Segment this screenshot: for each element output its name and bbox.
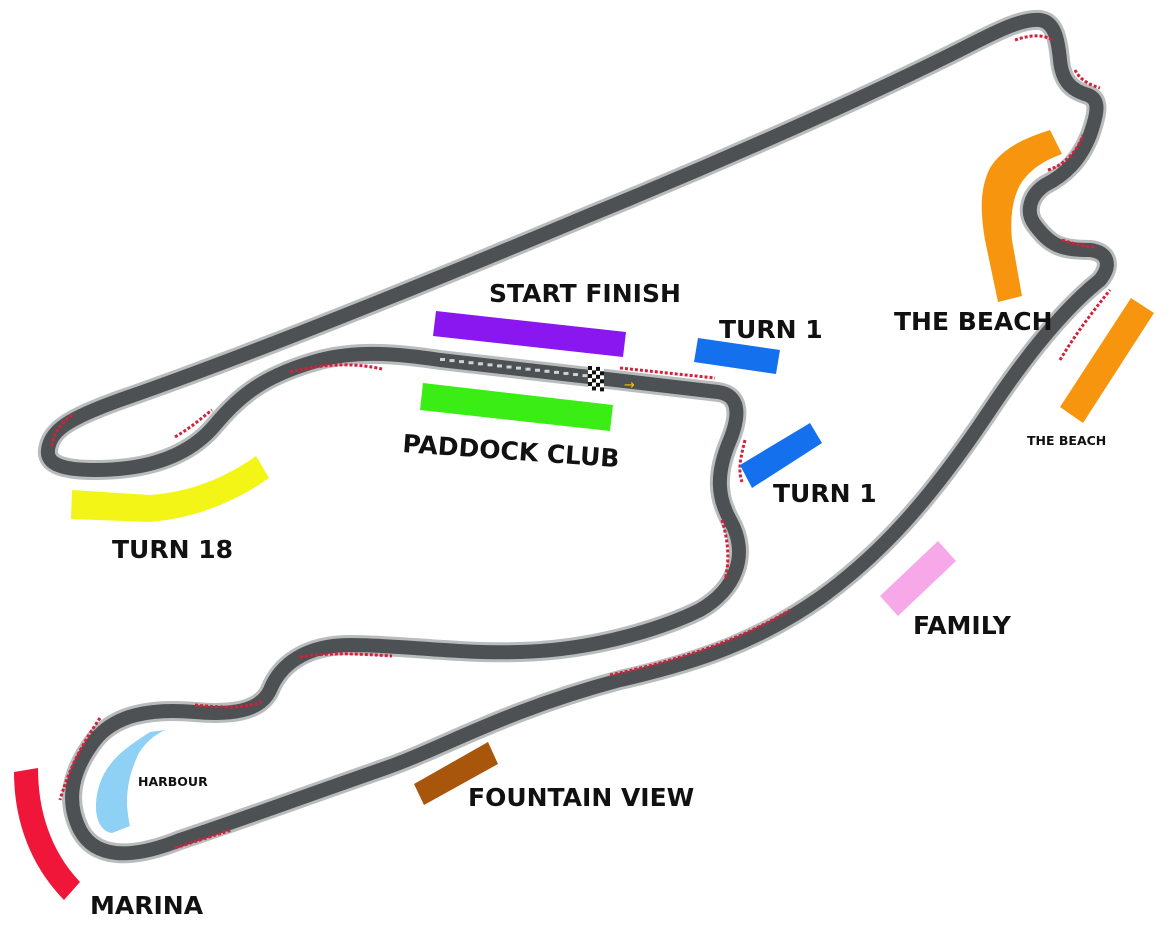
grid-slot-mark (487, 363, 493, 367)
flag-square (588, 370, 592, 374)
grid-slot-mark (544, 369, 550, 373)
stand-paddock-club[interactable] (420, 383, 613, 431)
flag-square (592, 378, 596, 383)
grid-slot-mark (459, 360, 464, 364)
grid-slot-mark (573, 373, 578, 377)
stand-marina[interactable] (14, 768, 80, 900)
label-turn-18: TURN 18 (112, 535, 233, 564)
label-the-beach-upper: THE BEACH (894, 307, 1053, 336)
flag-square (596, 374, 600, 379)
flag-square (588, 378, 592, 382)
stand-the-beach-upper[interactable] (981, 130, 1062, 302)
grid-slot-mark (478, 362, 483, 366)
flag-square (600, 375, 604, 380)
race-track (40, 12, 1114, 861)
kerbs (50, 34, 1112, 850)
label-the-beach-lower: THE BEACH (1027, 433, 1106, 448)
flag-square (596, 382, 600, 387)
kerb (174, 408, 213, 439)
direction-arrow-icon: → (624, 378, 635, 393)
kerb (1014, 34, 1053, 42)
kerb (1061, 238, 1096, 249)
grid-slot-mark (506, 365, 512, 369)
label-marina: MARINA (90, 891, 204, 920)
flag-square (596, 370, 600, 375)
kerb (1073, 69, 1101, 90)
flag-square (588, 386, 592, 390)
grid-slot-mark (554, 370, 559, 374)
flag-square (592, 366, 596, 371)
grid-slot-mark (525, 367, 531, 371)
kerb (174, 828, 233, 850)
label-harbour: HARBOUR (138, 774, 208, 789)
flag-square (600, 379, 604, 384)
label-turn-1-upper: TURN 1 (719, 315, 823, 344)
label-fountain-view: FOUNTAIN VIEW (468, 783, 694, 812)
kerb (194, 700, 263, 709)
grid-slot-mark (582, 374, 588, 378)
kerb (609, 608, 791, 677)
grid-slot-mark (468, 361, 474, 365)
flag-square (592, 386, 596, 391)
kerb (738, 439, 747, 483)
grid-slot-mark (563, 371, 569, 375)
kerb (58, 717, 102, 801)
flag-square (588, 374, 592, 378)
flag-square (588, 366, 592, 370)
flag-square (600, 383, 604, 388)
grid-slot-mark (449, 359, 455, 363)
stand-family[interactable] (880, 541, 956, 616)
label-start-finish: START FINISH (489, 279, 681, 308)
kerb (1047, 134, 1085, 172)
grandstands (14, 130, 1154, 900)
stand-fountain-view[interactable] (414, 742, 498, 805)
kerb (50, 413, 73, 449)
stand-start-finish[interactable] (433, 311, 626, 357)
pit-lane-marks (440, 358, 588, 378)
stand-turn-1-upper[interactable] (694, 338, 780, 374)
harbour-water (95, 730, 165, 833)
kerb (289, 363, 383, 374)
grid-slot-mark (497, 364, 502, 368)
flag-square (596, 366, 600, 371)
stand-turn-18[interactable] (71, 456, 269, 522)
kerb (720, 519, 730, 581)
stand-turn-1-lower[interactable] (740, 423, 822, 488)
flag-square (596, 378, 600, 383)
flag-square (596, 386, 600, 391)
grid-slot-mark (516, 366, 521, 370)
grid-slot-mark (535, 368, 540, 372)
flag-square (600, 387, 604, 392)
label-family: FAMILY (913, 611, 1012, 640)
label-paddock-club: PADDOCK CLUB (402, 429, 621, 473)
kerb (299, 652, 393, 659)
flag-square (592, 382, 596, 387)
kerb (619, 366, 716, 380)
flag-square (592, 370, 596, 375)
chequered-flag-icon (588, 366, 604, 392)
flag-square (600, 371, 604, 376)
flag-square (592, 374, 596, 379)
flag-square (600, 367, 604, 372)
label-turn-1-lower: TURN 1 (773, 479, 877, 508)
grid-slot-mark (440, 358, 445, 361)
stand-the-beach-lower[interactable] (1060, 298, 1154, 423)
kerb (1058, 289, 1112, 361)
flag-square (588, 382, 592, 386)
